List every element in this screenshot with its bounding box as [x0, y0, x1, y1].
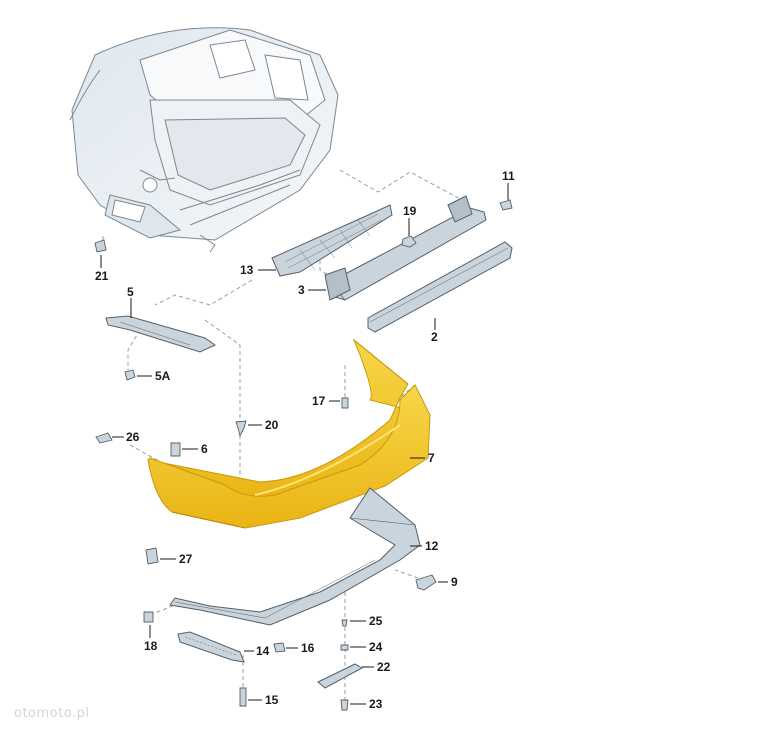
label-20: 20	[265, 418, 279, 432]
part-number-labels: 11 19 13 3 2 21 5 5A 17 20 26 6 7 12 27 …	[95, 169, 515, 711]
label-24: 24	[369, 640, 383, 654]
part-13-trim-grille	[271, 204, 393, 277]
label-3: 3	[298, 283, 305, 297]
label-5: 5	[127, 285, 134, 299]
part-22-reflector	[317, 663, 364, 689]
label-7: 7	[428, 451, 435, 465]
car-rear-body-illustration	[69, 27, 339, 253]
part-5-side-bracket	[105, 315, 216, 353]
label-leader-lines	[100, 183, 509, 705]
fasteners-and-clips	[94, 199, 513, 711]
label-22: 22	[377, 660, 391, 674]
label-13: 13	[240, 263, 254, 277]
label-14: 14	[256, 644, 270, 658]
label-2: 2	[431, 330, 438, 344]
label-5a: 5A	[155, 369, 171, 383]
label-27: 27	[179, 552, 193, 566]
label-12: 12	[425, 539, 439, 553]
watermark-text: otomoto.pl	[14, 706, 90, 721]
label-21: 21	[95, 269, 109, 283]
label-16: 16	[301, 641, 315, 655]
part-12-lower-diffuser	[169, 487, 421, 626]
label-6: 6	[201, 442, 208, 456]
label-25: 25	[369, 614, 383, 628]
label-23: 23	[369, 697, 383, 711]
part-7-bumper-cover	[146, 338, 431, 529]
part-2-energy-absorber	[367, 241, 513, 333]
label-17: 17	[312, 394, 326, 408]
part-14-lower-trim	[177, 631, 245, 663]
label-15: 15	[265, 693, 279, 707]
label-9: 9	[451, 575, 458, 589]
label-19: 19	[403, 204, 417, 218]
label-11: 11	[502, 169, 515, 183]
label-26: 26	[126, 430, 140, 444]
label-18: 18	[144, 639, 158, 653]
part-3-reinforcement-bar	[324, 195, 487, 301]
